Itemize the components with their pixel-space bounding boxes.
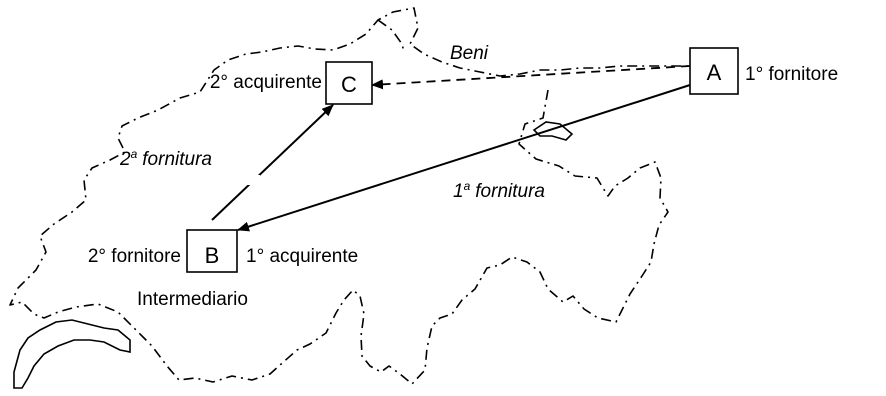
first-supply-number: 1 <box>453 181 464 202</box>
second-supply-number: 2 <box>119 149 131 170</box>
second-supply-word: fornitura <box>142 149 212 170</box>
node-c-box <box>325 61 373 105</box>
lake-geneva-outline <box>13 319 131 389</box>
first-supplier-label: 1° fornitore <box>745 64 838 85</box>
first-supply-word: fornitura <box>475 181 545 202</box>
node-a-box <box>689 47 739 95</box>
node-b-letter: B <box>205 243 220 268</box>
country-border-outline <box>9 7 690 385</box>
first-buyer-label: 1° acquirente <box>246 246 358 267</box>
node-c-letter: C <box>341 72 357 97</box>
arrow-label-gap <box>246 175 260 185</box>
first-supply-superscript: a <box>464 179 471 193</box>
goods-label: Beni <box>450 43 489 64</box>
node-b-box <box>186 229 238 273</box>
second-supply-label: 2a fornitura <box>119 147 212 170</box>
second-buyer-label: 2° acquirente <box>210 72 322 93</box>
second-supply-arrow <box>211 104 334 221</box>
country-border-north-loop <box>377 19 405 53</box>
first-supply-arrow <box>237 84 691 232</box>
second-supplier-label: 2° fornitore <box>88 246 181 267</box>
first-supply-label: 1a fornitura <box>453 179 545 202</box>
node-a-letter: A <box>707 60 722 85</box>
goods-flow-arrow <box>371 65 691 90</box>
intermediary-label: Intermediario <box>137 289 248 310</box>
second-supply-superscript: a <box>131 147 138 161</box>
